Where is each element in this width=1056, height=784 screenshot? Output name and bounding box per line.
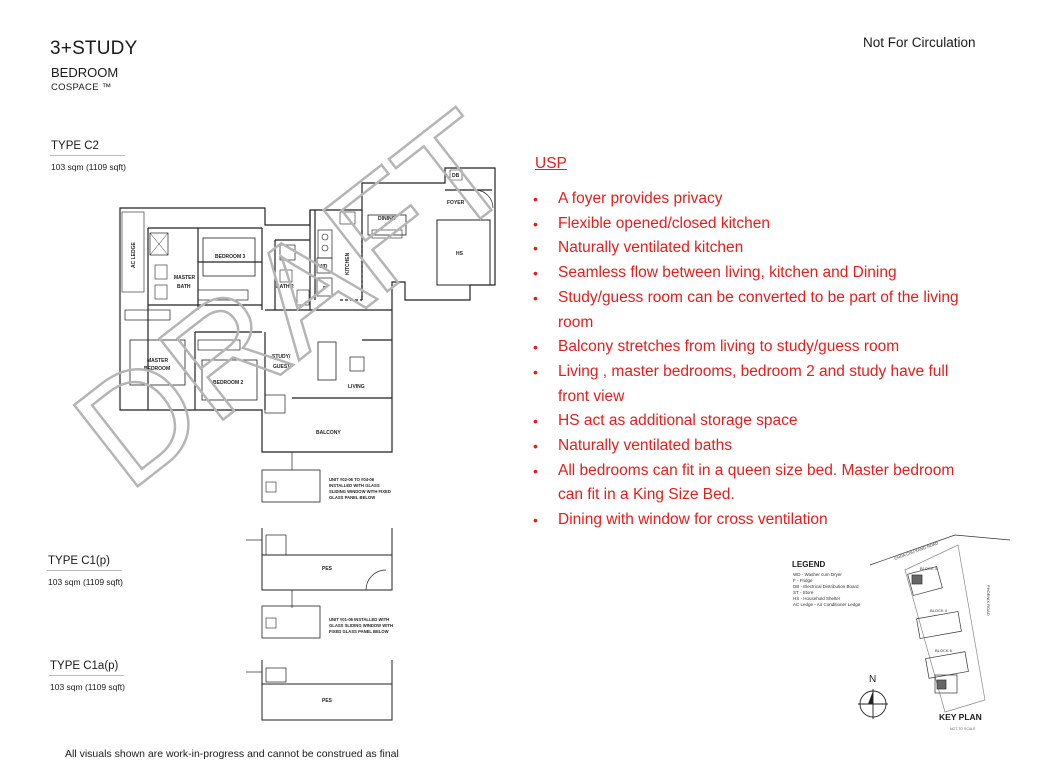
room-bedroom3: BEDROOM 3 — [215, 254, 246, 260]
footer-disclaimer: All visuals shown are work-in-progress a… — [65, 748, 399, 760]
note-c1-line2: GLASS SLIDING WINDOW WITH — [329, 623, 393, 628]
circulation-notice: Not For Circulation — [863, 35, 976, 50]
type-c1p-underline — [47, 570, 122, 571]
room-db: DB — [452, 173, 460, 179]
room-study-line2: GUEST — [273, 364, 290, 370]
draft-watermark: DRAFT — [44, 79, 541, 519]
north-label: N — [869, 674, 876, 685]
room-master-bedroom-line1: MASTER — [147, 358, 169, 364]
legend-row: ST - Store — [793, 590, 814, 595]
room-foyer: FOYER — [447, 200, 465, 206]
room-master-bath-line2: BATH — [177, 284, 191, 290]
room-kitchen: KITCHEN — [345, 252, 351, 275]
legend-row: WD - Washer cum Dryer — [793, 572, 842, 577]
usp-title: USP — [535, 155, 567, 172]
room-pes-c1p: PES — [322, 566, 333, 572]
block-6-label: BLOCK 6 — [935, 648, 953, 653]
note-c2-line2: INSTALLED WITH GLASS — [329, 483, 380, 488]
room-bath2: BATH 2 — [276, 284, 294, 290]
legend-row: HS - Household Shelter — [793, 596, 841, 601]
usp-item: Naturally ventilated baths — [533, 434, 963, 459]
usp-item: Flexible opened/closed kitchen — [533, 212, 963, 237]
note-c1-line3: FIXED GLASS PANEL BELOW — [329, 629, 389, 634]
room-study-line1: STUDY/ — [272, 354, 291, 360]
type-c2-area: 103 sqm (1109 sqft) — [51, 162, 126, 172]
type-c1ap-area: 103 sqm (1109 sqft) — [50, 682, 125, 692]
legend-row: DB - Electrical Distribution Board — [793, 584, 859, 589]
usp-item: Balcony stretches from living to study/g… — [533, 335, 963, 360]
usp-list: A foyer provides privacy Flexible opened… — [533, 187, 963, 533]
room-master-bath-line1: MASTER — [174, 275, 196, 281]
usp-item: Seamless flow between living, kitchen an… — [533, 261, 963, 286]
room-ac-ledge: AC LEDGE — [131, 242, 137, 269]
legend-title: LEGEND — [792, 560, 826, 569]
legend-row: AC Ledge - Air Conditioner Ledge — [793, 602, 861, 607]
note-c1-line1: UNIT #01-06 INSTALLED WITH — [329, 617, 389, 622]
unit-type-subtitle: BEDROOM — [51, 65, 119, 80]
brand-label: COSPACE ™ — [51, 82, 112, 93]
note-c2-line1: UNIT #02-06 TO #04-06 — [329, 477, 375, 482]
type-c2-label: TYPE C2 — [51, 140, 99, 152]
room-dining: DINING — [378, 216, 396, 222]
room-balcony: BALCONY — [316, 430, 341, 436]
usp-item: All bedrooms can fit in a queen size bed… — [533, 459, 963, 508]
north-arrow-icon — [858, 689, 888, 719]
type-c2-underline — [50, 155, 125, 156]
usp-item: Living , master bedrooms, bedroom 2 and … — [533, 360, 963, 409]
legend-row: F - Fridge — [793, 578, 813, 583]
room-fridge: F — [323, 286, 326, 292]
room-master-bedroom-line2: BEDROOM — [144, 366, 170, 372]
room-bedroom2: BEDROOM 2 — [213, 380, 244, 386]
usp-item: HS act as additional storage space — [533, 409, 963, 434]
usp-item: Study/guess room can be converted to be … — [533, 286, 963, 335]
usp-item: A foyer provides privacy — [533, 187, 963, 212]
usp-item: Naturally ventilated kitchen — [533, 236, 963, 261]
room-wd: WD — [319, 264, 328, 270]
key-plan-title: KEY PLAN — [939, 712, 982, 722]
road-choa-chu-kang: CHOA CHU KANG ROAD — [894, 540, 939, 561]
type-c1ap-label: TYPE C1a(p) — [50, 660, 119, 672]
type-c1p-label: TYPE C1(p) — [48, 555, 110, 567]
usp-item: Dining with window for cross ventilation — [533, 508, 963, 533]
block-4-label: BLOCK 4 — [930, 608, 948, 613]
unit-type-title: 3+STUDY — [50, 38, 138, 59]
type-c1p-area: 103 sqm (1109 sqft) — [48, 577, 123, 587]
block-3-label: BLOCK 3 — [920, 566, 938, 571]
room-pes-c1ap: PES — [322, 698, 333, 704]
room-hs: HS — [456, 251, 464, 257]
room-living: LIVING — [348, 384, 365, 390]
note-c2-line3: SLIDING WINDOW WITH FIXED — [329, 489, 391, 494]
type-c1ap-underline — [49, 675, 124, 676]
road-phoenix: PHOENIX ROAD — [986, 585, 991, 616]
key-plan-scale: NOT TO SCALE — [950, 727, 976, 731]
note-c2-line4: GLASS PANEL BELOW — [329, 495, 375, 500]
